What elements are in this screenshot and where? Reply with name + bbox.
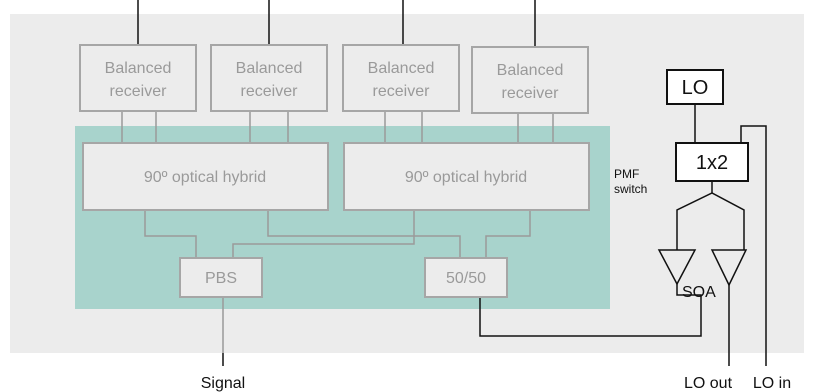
receiver-box-1[interactable]: Balanced receiver <box>79 44 197 112</box>
optical-hybrid-label-2: 90º optical hybrid <box>405 169 527 186</box>
optical-hybrid-box-1[interactable]: 90º optical hybrid <box>82 142 329 211</box>
receiver-label-2a: Balanced <box>236 60 303 77</box>
lo-in-label: LO in <box>753 375 791 392</box>
hybrid-splitter-connections <box>144 210 531 353</box>
pbs-box[interactable]: PBS <box>179 257 263 298</box>
lo-box-label: LO <box>682 77 709 99</box>
lo-path-lines <box>222 104 767 366</box>
receiver-box-3[interactable]: Balanced receiver <box>342 44 460 112</box>
receiver-label-3a: Balanced <box>368 60 435 77</box>
receiver-label-4a: Balanced <box>497 62 564 79</box>
receiver-box-4[interactable]: Balanced receiver <box>471 46 589 114</box>
optical-hybrid-box-2[interactable]: 90º optical hybrid <box>343 142 590 211</box>
lo-box[interactable]: LO <box>666 69 724 105</box>
receiver-label-1b: receiver <box>110 83 168 100</box>
switch-box[interactable]: 1x2 <box>675 142 749 182</box>
receiver-output-lines <box>137 0 536 47</box>
switch-box-label: 1x2 <box>696 152 728 174</box>
receiver-label-4b: receiver <box>502 85 560 102</box>
soa-triangle-right <box>710 249 748 287</box>
optical-hybrid-label-1: 90º optical hybrid <box>144 169 266 186</box>
soa-label: SOA <box>682 284 716 301</box>
receiver-box-2[interactable]: Balanced receiver <box>210 44 328 112</box>
pmf-switch-label-line1: PMF <box>614 167 639 181</box>
receiver-label-3b: receiver <box>373 83 431 100</box>
receiver-label-2b: receiver <box>241 83 299 100</box>
splitter-box[interactable]: 50/50 <box>424 257 508 298</box>
soa-triangle-left <box>657 249 697 286</box>
lo-out-label: LO out <box>684 375 733 392</box>
pbs-label: PBS <box>205 270 237 287</box>
receiver-hybrid-connections <box>121 111 554 143</box>
splitter-label: 50/50 <box>446 270 486 287</box>
signal-label: Signal <box>201 375 245 392</box>
receiver-label-1a: Balanced <box>105 60 172 77</box>
pmf-switch-label-line2: switch <box>614 182 647 196</box>
